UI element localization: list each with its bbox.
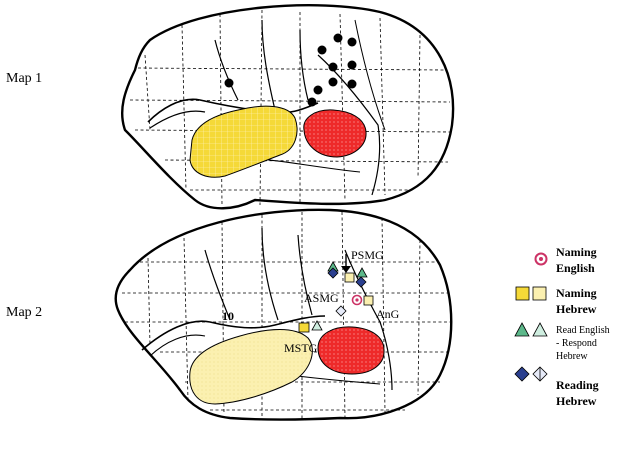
map2-red-region — [317, 326, 385, 375]
site-label-psmg: PSMG — [351, 248, 384, 262]
legend-reading-hebrew-line2: Hebrew — [556, 394, 597, 408]
yellow-square-marker — [344, 272, 355, 283]
map2-brain-outline — [114, 208, 453, 421]
site-label-asmg: ASMG — [304, 291, 339, 305]
blue-diamond-icon — [514, 366, 530, 382]
legend-reading-hebrew-line1: Reading — [556, 378, 599, 392]
svg-text:Reading Hebrew: Reading Hebrew — [556, 378, 602, 408]
map1-brain — [121, 4, 455, 210]
split-diamond-marker — [335, 305, 347, 317]
green-triangle-marker — [311, 320, 323, 331]
legend-naming-english-line2: English — [556, 261, 595, 275]
map1-brain-outline — [121, 4, 455, 210]
legend-read-english: Read English - Respond Hebrew — [514, 322, 612, 362]
site-label-mstg: MSTG — [284, 341, 318, 355]
site-label-10: 10 — [222, 309, 234, 323]
map1-stimulation-dots — [224, 33, 357, 107]
svg-text:Naming Hebrew: Naming Hebrew — [556, 286, 600, 316]
legend-naming-hebrew-line1: Naming — [556, 286, 597, 300]
map2-markers — [298, 261, 374, 333]
light-yellow-square-icon — [532, 286, 547, 301]
map1-grid — [129, 9, 453, 206]
blue-diamond-marker — [327, 267, 339, 279]
legend: Naming English Naming Hebrew Read Englis… — [514, 245, 612, 408]
map1-label: Map 1 — [6, 71, 42, 86]
legend-read-english-line3: Hebrew — [556, 351, 588, 362]
yellow-square-marker — [298, 322, 310, 333]
legend-naming-hebrew-line2: Hebrew — [556, 302, 597, 316]
map2-sylvian-fissure — [141, 315, 326, 351]
svg-text:Read English - Respond: Read English - Respond Hebrew — [556, 325, 612, 362]
yellow-square-icon — [515, 286, 530, 301]
map2-site-labels: PSMG ASMG AnG MSTG 10 — [222, 248, 400, 355]
green-triangle-icon — [514, 322, 530, 337]
map1-yellow-region — [189, 105, 298, 178]
light-green-triangle-icon — [532, 322, 548, 337]
site-label-ang: AnG — [376, 307, 400, 321]
green-triangle-marker — [356, 267, 368, 278]
map1-red-region — [303, 109, 367, 158]
blue-diamond-marker — [355, 276, 367, 288]
map2-label: Map 2 — [6, 305, 42, 320]
map2-brain — [114, 208, 453, 421]
map1-sylvian-fissure — [147, 98, 319, 123]
svg-text:Naming English: Naming English — [556, 245, 600, 275]
legend-naming-hebrew: Naming Hebrew — [515, 286, 600, 316]
legend-reading-hebrew: Reading Hebrew — [514, 366, 602, 408]
legend-read-english-line1: Read English — [556, 325, 610, 336]
yellow-square-marker — [363, 295, 374, 306]
legend-naming-english: Naming English — [534, 245, 600, 275]
legend-naming-english-line1: Naming — [556, 245, 597, 259]
map2-light-yellow-region — [189, 329, 313, 405]
legend-read-english-line2: - Respond — [556, 338, 597, 349]
